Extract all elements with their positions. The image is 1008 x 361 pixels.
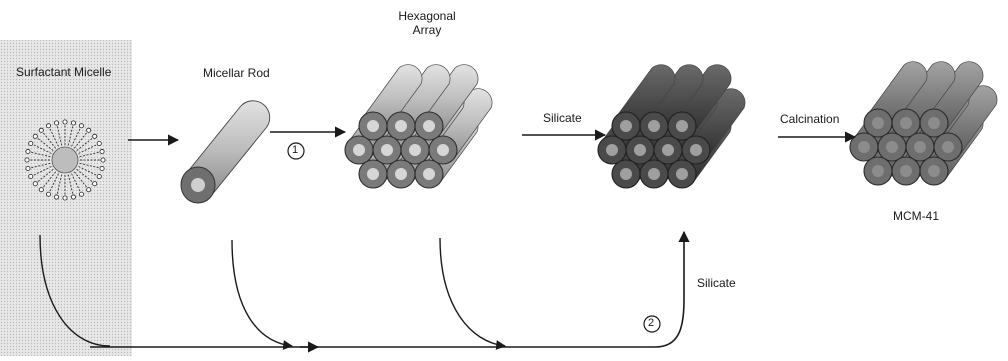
hex-rod-core <box>409 144 421 156</box>
hex-rod-core <box>437 144 449 156</box>
hex-rod-core <box>423 120 435 132</box>
surfactant-head <box>101 158 105 162</box>
route2-marker-number: 2 <box>648 318 654 329</box>
surfactant-head <box>97 141 101 145</box>
silicate-rod-core <box>676 120 688 132</box>
label-micellar-rod: Micellar Rod <box>203 67 270 79</box>
micellar-rod-graphic <box>181 101 270 203</box>
surfactant-head <box>100 166 104 170</box>
label-surfactant-micelle: Surfactant Micelle <box>16 66 111 78</box>
hex-rod-core <box>423 168 435 180</box>
mcm-pore-core <box>928 117 940 129</box>
mcm41-graphic <box>850 62 997 185</box>
label-silicate-top: Silicate <box>543 112 582 124</box>
mcm-pore-core <box>900 165 912 177</box>
silicate-rod-core <box>648 120 660 132</box>
surfactant-head <box>46 192 50 196</box>
hex-rod-core <box>381 144 393 156</box>
mcm-pore-core <box>886 141 898 153</box>
route2-rise-to-silicate <box>655 232 684 347</box>
surfactant-head <box>87 128 91 132</box>
route1-marker-number: 1 <box>292 145 298 156</box>
mcm-pore-core <box>872 165 884 177</box>
surfactant-head <box>39 128 43 132</box>
surfactant-head <box>63 120 67 124</box>
surfactant-head <box>39 188 43 192</box>
surfactant-head <box>33 182 37 186</box>
label-hexagonal-line1: Hexagonal <box>392 10 462 22</box>
surfactant-head <box>54 195 58 199</box>
surfactant-head <box>25 158 29 162</box>
surfactant-head <box>46 124 50 128</box>
silicate-rod-core <box>676 168 688 180</box>
surfactant-head <box>87 188 91 192</box>
surfactant-head <box>26 149 30 153</box>
mcm-pore-core <box>858 141 870 153</box>
surfactant-head <box>93 134 97 138</box>
silicate-rod-core <box>620 168 632 180</box>
surfactant-head <box>79 124 83 128</box>
surfactant-head <box>63 196 67 200</box>
label-silicate-bottom: Silicate <box>697 277 736 289</box>
label-mcm41: MCM-41 <box>893 210 939 222</box>
surfactant-head <box>54 121 58 125</box>
mcm-pore-core <box>914 141 926 153</box>
surfactant-head <box>71 195 75 199</box>
surfactant-head <box>79 192 83 196</box>
label-calcination: Calcination <box>780 113 839 125</box>
silicate-rod-core <box>690 144 702 156</box>
mcm-pore-core <box>942 141 954 153</box>
route2-curve-from-rod <box>232 240 292 346</box>
route2-curve-from-array <box>440 238 505 346</box>
label-hexagonal-line2: Array <box>392 24 462 36</box>
hex-rod-core <box>395 120 407 132</box>
hex-rod-core <box>367 168 379 180</box>
hex-rod-core <box>395 168 407 180</box>
label-hexagonal-array: Hexagonal Array <box>392 10 462 36</box>
surfactant-head <box>33 134 37 138</box>
surfactant-head <box>100 149 104 153</box>
silicate-array-graphic <box>598 65 745 188</box>
silicate-rod-core <box>648 168 660 180</box>
mcm-pore-core <box>872 117 884 129</box>
hexagonal-array-graphic <box>345 65 492 188</box>
silicate-rod-core <box>606 144 618 156</box>
silicate-rod-core <box>634 144 646 156</box>
silicate-rod-core <box>620 120 632 132</box>
surfactant-head <box>29 174 33 178</box>
mcm-pore-core <box>928 165 940 177</box>
hex-rod-core <box>367 120 379 132</box>
hex-rod-core <box>353 144 365 156</box>
silicate-rod-core <box>662 144 674 156</box>
surfactant-head <box>71 121 75 125</box>
mcm-pore-core <box>900 117 912 129</box>
surfactant-head <box>29 141 33 145</box>
surfactant-head <box>93 182 97 186</box>
surfactant-head <box>26 166 30 170</box>
surfactant-head <box>97 174 101 178</box>
